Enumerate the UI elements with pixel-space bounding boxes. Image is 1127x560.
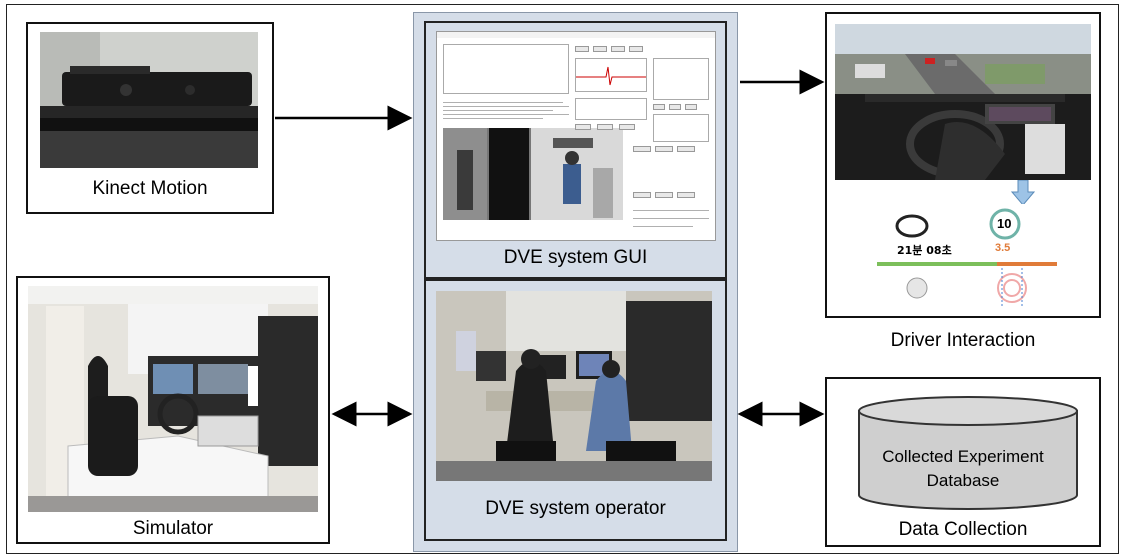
dve-center-panel: DVE system GUI DVE xyxy=(413,12,738,552)
simulator-box: Simulator xyxy=(16,276,330,544)
dve-operator-label: DVE system operator xyxy=(485,498,666,519)
driving-simulator-photo xyxy=(28,286,318,512)
gui-camera-feeds xyxy=(443,128,623,220)
operator-photo xyxy=(436,291,712,481)
database-cylinder-icon xyxy=(858,396,1078,510)
gui-log-panel xyxy=(443,44,569,94)
database-line-2: Database xyxy=(926,471,1000,490)
dashboard-distance: 3.5 xyxy=(995,242,1011,254)
kinect-motion-label: Kinect Motion xyxy=(92,178,208,199)
down-arrow-icon xyxy=(1011,180,1035,206)
simulator-label: Simulator xyxy=(132,518,214,539)
gui-screenshot xyxy=(436,31,716,241)
kinect-sensor-photo xyxy=(40,32,258,168)
database-line-1: Collected Experiment xyxy=(882,447,1044,466)
diagram-frame xyxy=(6,4,1119,554)
driver-dashboard-display: 10 21분 08초 3.5 xyxy=(877,204,1057,308)
kinect-motion-box: Kinect Motion xyxy=(26,22,274,214)
dve-operator-box: DVE system operator xyxy=(424,279,727,541)
gui-signal-plot xyxy=(575,58,647,92)
data-collection-label: Data Collection xyxy=(898,519,1028,540)
data-collection-box: Collected Experiment Database Data Colle… xyxy=(825,377,1101,547)
dashboard-speed: 10 xyxy=(997,216,1012,231)
dve-gui-box: DVE system GUI xyxy=(424,21,727,279)
dve-gui-label: DVE system GUI xyxy=(503,247,648,268)
driver-view-photo xyxy=(835,24,1091,180)
driver-interaction-label: Driver Interaction xyxy=(890,330,1036,351)
dashboard-time: 21분 08초 xyxy=(897,244,952,257)
driver-interaction-box: 10 21분 08초 3.5 Driver Interaction xyxy=(825,12,1101,351)
